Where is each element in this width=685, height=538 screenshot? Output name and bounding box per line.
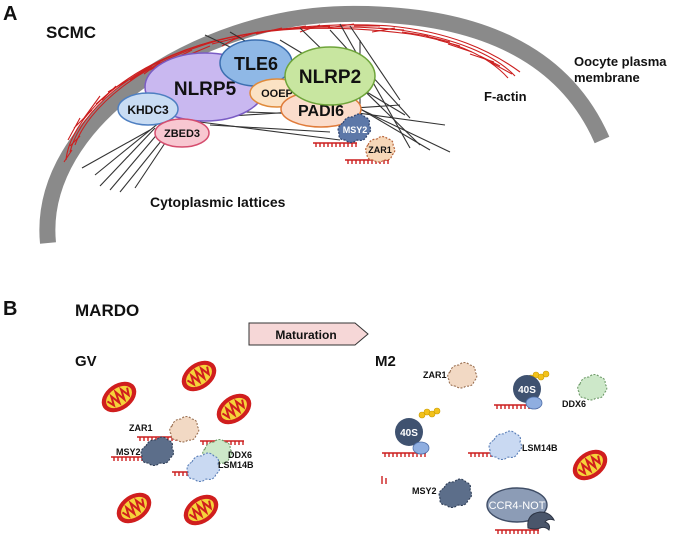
zar1-label-m2: ZAR1 (423, 370, 447, 380)
msy2-label-a: MSY2 (343, 125, 368, 135)
tle6-label: TLE6 (234, 54, 278, 74)
msy2-label-gv: MSY2 (116, 447, 141, 457)
padi6-label: PADI6 (298, 103, 344, 120)
mrna-strand-m2d (494, 529, 540, 535)
gv-label: GV (75, 353, 97, 370)
mardo-title: MARDO (75, 301, 139, 320)
mitochondrion-icon (176, 487, 226, 533)
deadenylase-icon (527, 511, 555, 531)
lsm14b-protein-gv (186, 452, 221, 483)
ribosome-label-left: 40S (400, 428, 418, 439)
msy2-protein-a (337, 113, 372, 144)
scmc-title: SCMC (46, 23, 96, 42)
zbed3-label: ZBED3 (164, 128, 200, 140)
mitochondrion-icon (94, 374, 144, 420)
lsm14b-protein-m2 (488, 430, 523, 461)
maturation-label: Maturation (275, 328, 336, 342)
ribosome-40s-top (513, 375, 541, 403)
lsm14b-label-m2: LSM14B (522, 443, 558, 453)
mitochondrion-icon (109, 485, 159, 531)
factin-label: F-actin (484, 89, 527, 104)
zar1-protein-gv (169, 415, 200, 443)
cytoplasmic-lattices-label: Cytoplasmic lattices (150, 194, 286, 210)
membrane-label-line1: Oocyte plasma (574, 54, 667, 69)
mrna-fragment (381, 476, 387, 484)
peptide-chain (418, 407, 441, 419)
scmc-complex: NLRP5 KHDC3 ZBED3 TLE6 OOEP PADI6 NLRP2 (117, 39, 376, 148)
zar1-label-a: ZAR1 (368, 145, 392, 155)
khdc3-label: KHDC3 (127, 103, 169, 117)
oocyte-membrane (39, 5, 610, 244)
nlrp2-label: NLRP2 (299, 67, 361, 88)
ddx6-protein-m2 (577, 373, 608, 401)
ccr4-not-label: CCR4-NOT (489, 500, 546, 512)
mitochondrion-icon (565, 442, 615, 488)
mrna-strand-a1 (312, 142, 358, 148)
zar1-protein-m2 (447, 361, 478, 389)
msy2-label-m2: MSY2 (412, 486, 437, 496)
khdc3-protein (117, 92, 179, 126)
zar1-protein-a (365, 135, 396, 163)
ccr4-not-complex (486, 487, 548, 523)
ddx6-label-gv: DDX6 (228, 450, 252, 460)
msy2-protein-m2 (438, 478, 473, 509)
panel-b-letter: B (3, 298, 17, 320)
nlrp5-label: NLRP5 (174, 79, 237, 100)
factin-network (63, 23, 521, 163)
nlrp2-protein (284, 46, 376, 106)
mitochondrion-icon (174, 353, 224, 399)
ooep-label: OOEP (261, 88, 293, 100)
panel-a-letter: A (3, 3, 17, 25)
ddx6-label-m2: DDX6 (562, 399, 586, 409)
zbed3-protein (154, 118, 210, 148)
membrane-label-line2: membrane (574, 70, 640, 85)
ribosome-40s-left (395, 418, 423, 446)
zar1-label-gv: ZAR1 (129, 423, 153, 433)
maturation-arrow: Maturation (248, 322, 369, 346)
ribosome-label-top: 40S (518, 385, 536, 396)
m2-label: M2 (375, 353, 396, 370)
lsm14b-label-gv: LSM14B (218, 460, 254, 470)
mitochondrion-icon (209, 386, 259, 432)
msy2-protein-gv (140, 436, 175, 467)
